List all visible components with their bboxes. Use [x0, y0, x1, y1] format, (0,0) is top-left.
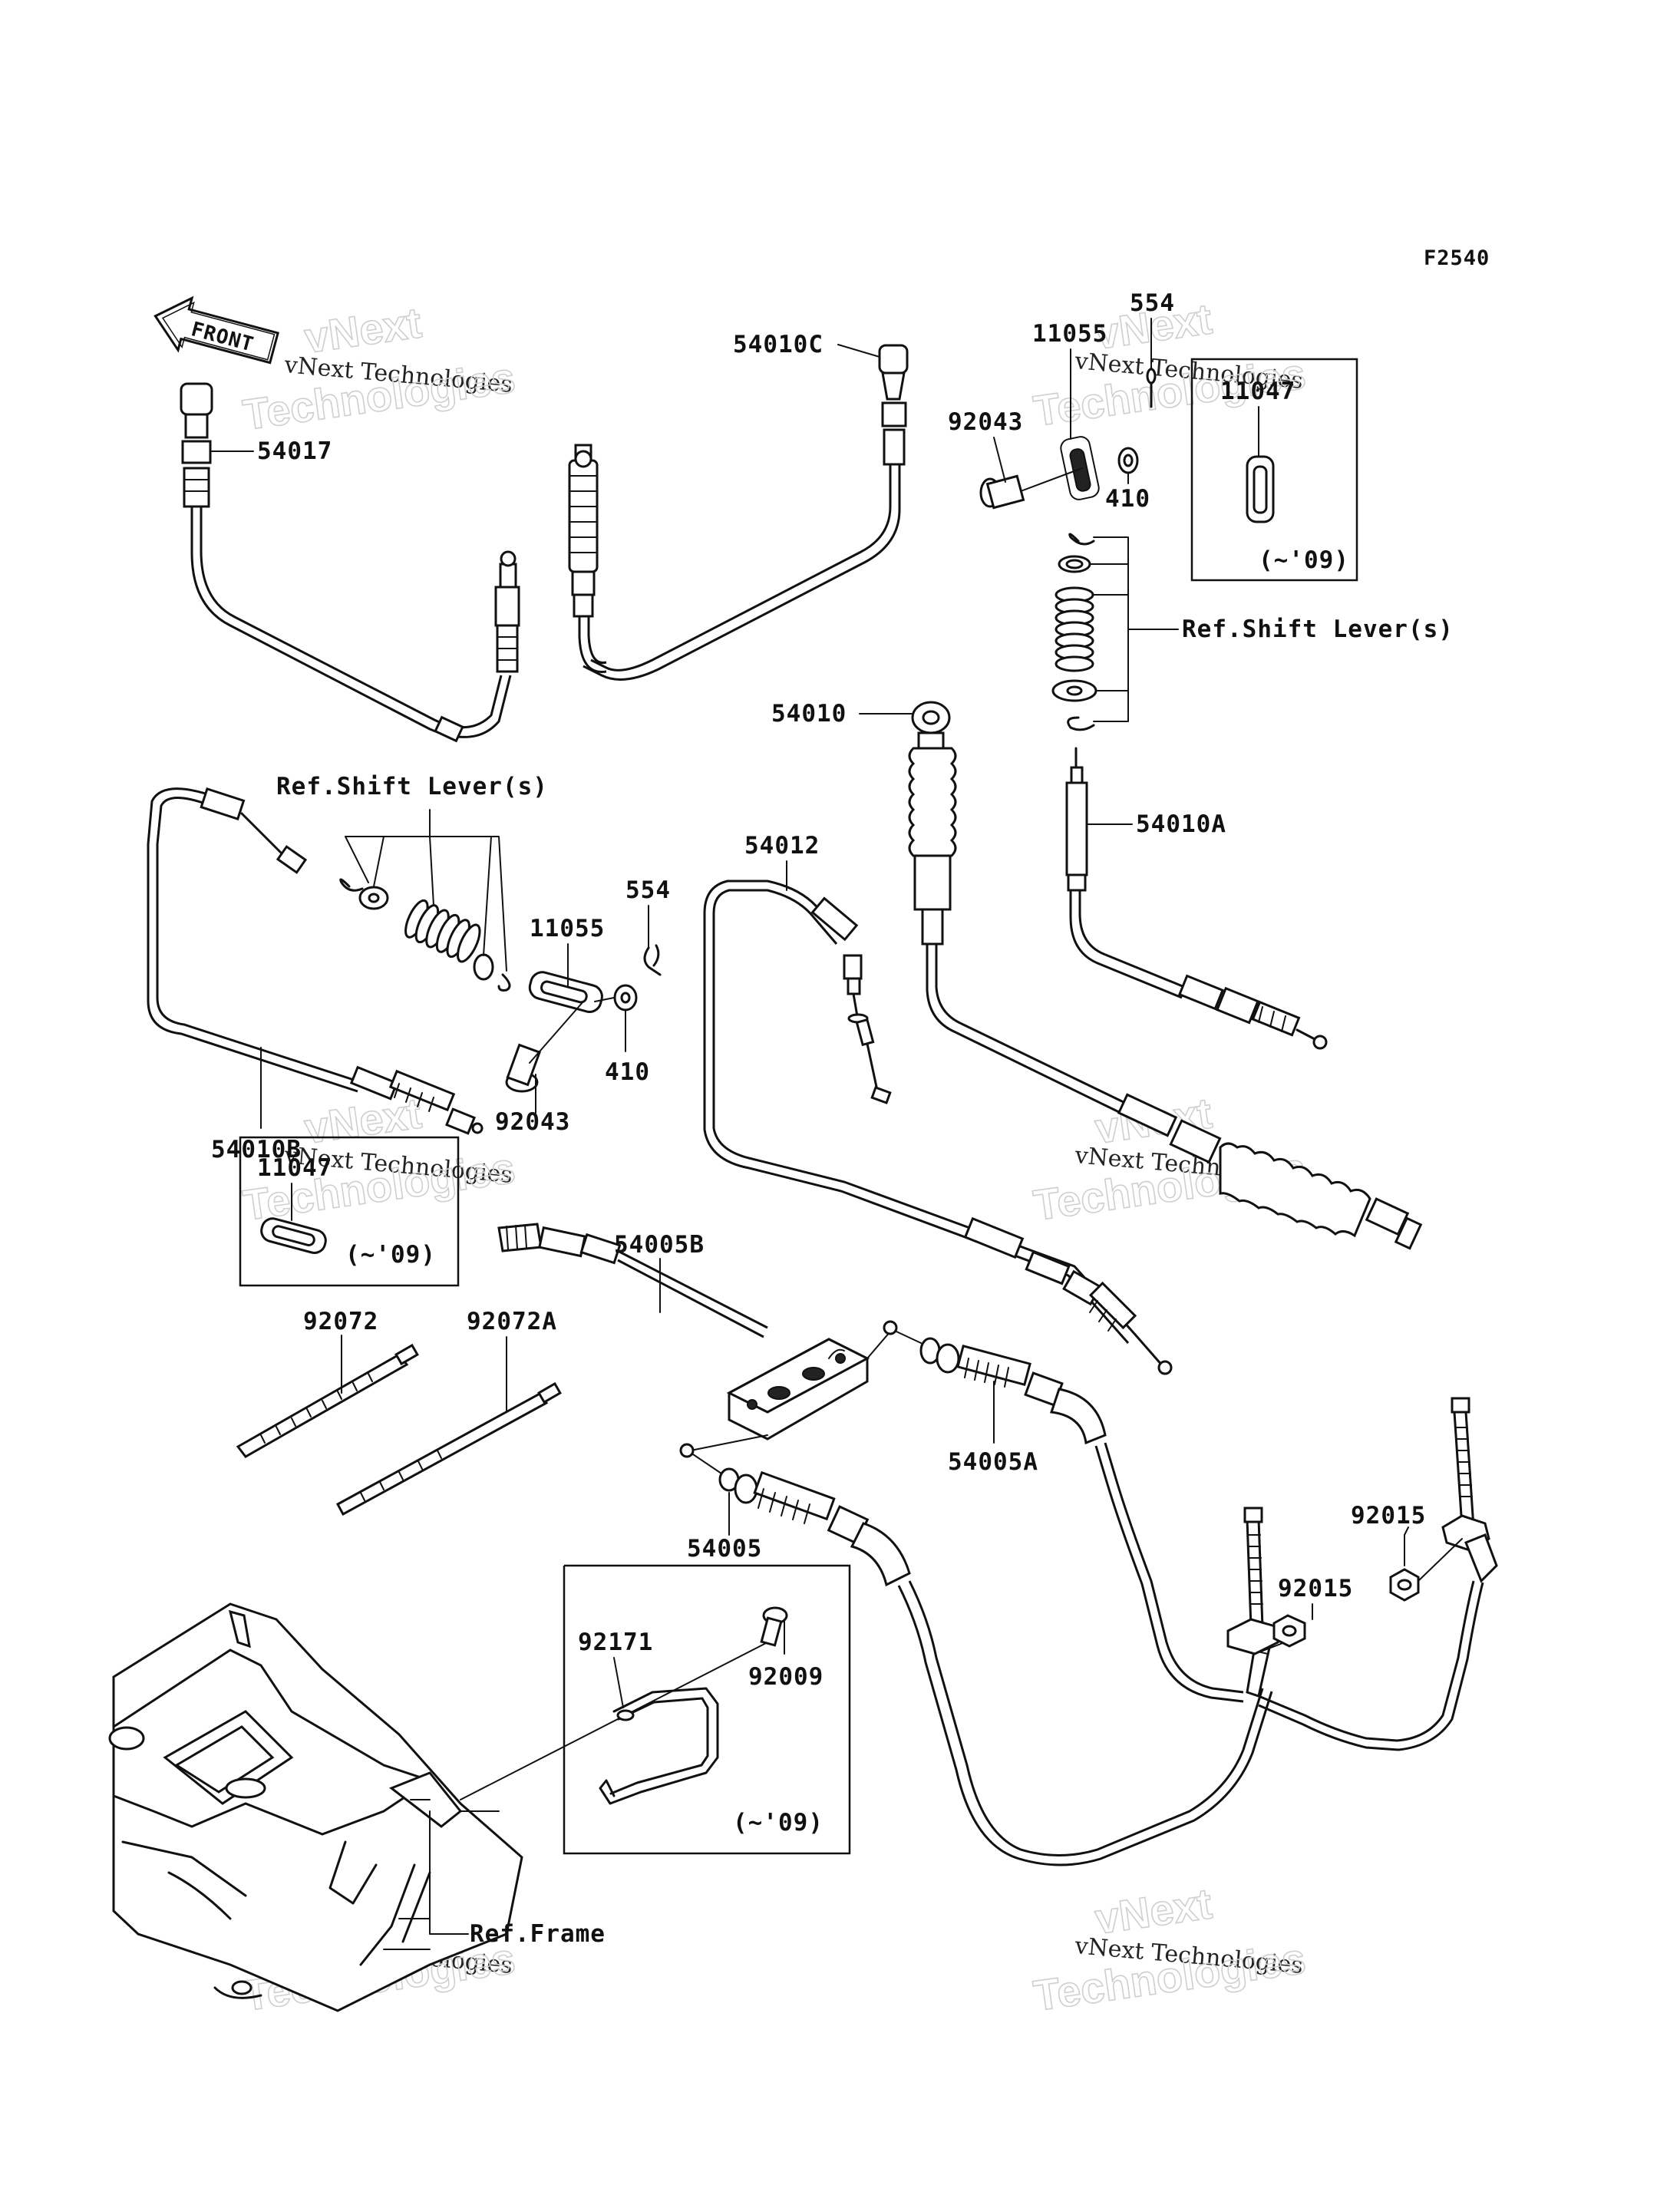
label-54005: 54005 [687, 1535, 762, 1563]
leader-54010C [837, 344, 880, 358]
nut-92015-b [1272, 1614, 1306, 1648]
pin-92043-top [979, 474, 1025, 510]
figure-code: F2540 [1424, 246, 1490, 270]
washer-410-top [1117, 447, 1139, 474]
label-410-mid: 410 [605, 1058, 650, 1086]
cable-54010C [568, 344, 909, 681]
frame-illustration [108, 1602, 523, 2012]
front-arrow-icon: FRONT [153, 295, 279, 365]
bracket-shift-lever-left [345, 809, 507, 972]
label-92043-mid: 92043 [495, 1108, 570, 1136]
label-54010: 54010 [771, 700, 847, 728]
bracket-92171 [599, 1687, 719, 1805]
label-410-top: 410 [1105, 485, 1150, 513]
label-54010A: 54010A [1136, 810, 1226, 838]
label-54012: 54012 [744, 832, 820, 860]
joint-11055-mid [528, 971, 603, 1013]
leader-ref-frame [383, 1810, 469, 1950]
leader-92043-top [993, 437, 1006, 483]
label-92072A: 92072A [467, 1308, 557, 1335]
adjuster-rod-right [1441, 1397, 1498, 1583]
cable-tie-92072A [335, 1381, 562, 1516]
inset-box-bottom [563, 1564, 851, 1855]
label-92015-a: 92015 [1351, 1502, 1426, 1530]
joint-11047-top [1246, 455, 1275, 523]
label-92171: 92171 [578, 1629, 653, 1656]
cable-54005 [679, 1434, 1276, 1866]
label-ref-shift-lever-left: Ref.Shift Lever(s) [276, 773, 548, 800]
label-92009: 92009 [748, 1663, 823, 1691]
label-554-mid: 554 [625, 876, 671, 904]
period-top: (~'09) [1259, 546, 1349, 574]
label-ref-shift-lever-right: Ref.Shift Lever(s) [1182, 616, 1454, 643]
bracket-shift-lever-right [1089, 536, 1179, 722]
inset-box-11047-mid [239, 1136, 460, 1287]
label-92072: 92072 [303, 1308, 378, 1335]
cable-junction-block [726, 1338, 870, 1441]
label-92015-b: 92015 [1278, 1575, 1353, 1602]
cable-54017 [180, 382, 520, 743]
bolt-92009 [760, 1606, 788, 1647]
label-11055-mid: 11055 [530, 915, 605, 942]
label-54010B: 54010B [211, 1136, 302, 1163]
cable-tie-92072 [236, 1343, 419, 1458]
watermark-big: vNext [302, 1088, 424, 1153]
inset-box-11047-top [1190, 358, 1358, 582]
period-mid: (~'09) [345, 1241, 436, 1269]
label-92043-top: 92043 [948, 408, 1023, 436]
joint-11047-mid [260, 1217, 327, 1254]
cable-54005B [497, 1223, 768, 1338]
cable-54010 [908, 701, 1423, 1250]
label-ref-frame: Ref.Frame [470, 1920, 606, 1948]
label-54005B: 54005B [614, 1231, 705, 1259]
label-54017: 54017 [257, 437, 332, 465]
label-11047-top: 11047 [1220, 378, 1295, 405]
cable-54010B [147, 787, 484, 1135]
watermark-big: vNext [302, 298, 424, 362]
washer-410-mid [613, 984, 638, 1012]
shift-lever-stack-left [339, 878, 511, 992]
leader-92171 [613, 1657, 624, 1708]
joint-11055-top [1060, 436, 1100, 500]
pin-92043-mid [505, 1043, 541, 1093]
cable-54010A [1065, 747, 1328, 1050]
nut-92015-a [1389, 1568, 1420, 1602]
label-554-top: 554 [1130, 289, 1175, 317]
cable-54005A [866, 1320, 1484, 1751]
shift-lever-stack-right [1051, 533, 1097, 731]
label-54005A: 54005A [948, 1448, 1038, 1476]
label-54010C: 54010C [733, 331, 823, 358]
cable-54012 [703, 880, 1173, 1375]
cotter-pin-554-mid [643, 944, 662, 976]
label-11055-top: 11055 [1032, 320, 1107, 348]
watermark-big: vNext [1092, 1879, 1215, 1943]
period-bottom: (~'09) [733, 1809, 823, 1837]
label-11047-mid: 11047 [257, 1154, 332, 1182]
